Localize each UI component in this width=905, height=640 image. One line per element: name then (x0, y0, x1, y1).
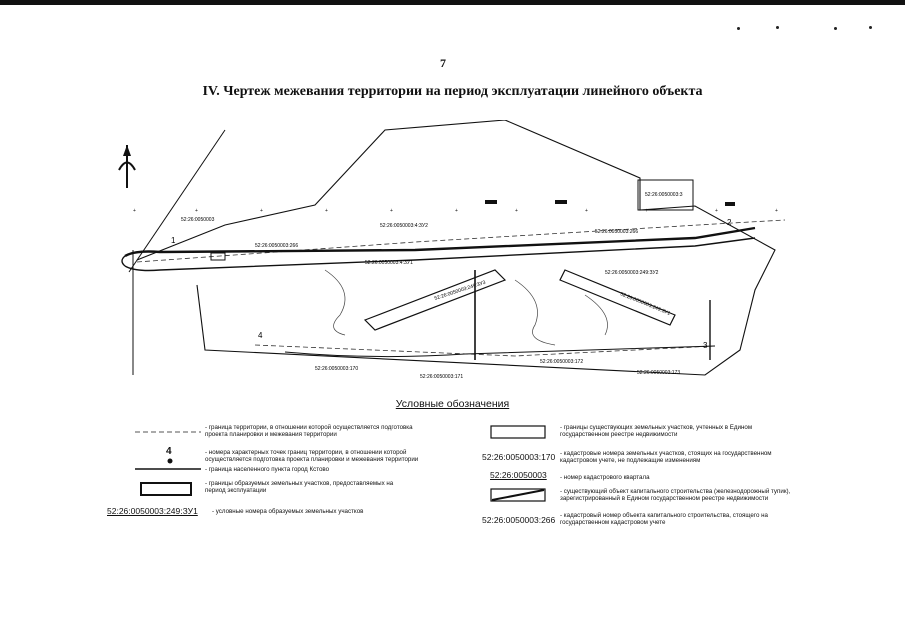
svg-text:+: + (515, 208, 518, 214)
legend-plot-code: - условные номера образуемых земельных у… (212, 508, 364, 515)
point-dot-icon (167, 458, 173, 464)
legend-existing-plots: - границы существующих земельных участко… (560, 424, 753, 439)
svg-text:+: + (585, 208, 588, 214)
svg-text:+: + (195, 208, 198, 214)
territory-boundary-symbol (135, 431, 201, 433)
scan-speck (776, 26, 779, 29)
map-label: 52:26:0050003:171 (420, 374, 463, 380)
svg-text:+: + (455, 208, 458, 214)
existing-plot-symbol (490, 425, 546, 439)
scan-top-border (0, 0, 905, 5)
scan-speck (834, 27, 837, 30)
map-label: 52:26:0050003:249:ЗУ1 (619, 291, 671, 317)
legend-settlement-boundary: - граница населенного пункта город Кстов… (205, 466, 330, 473)
legend-capital-object: - существующий объект капитального строи… (560, 488, 791, 503)
legend-capital-number: - кадастровый номер объекта капитального… (560, 512, 768, 527)
map-label: 52:26:0050003:4:ЗУ2 (380, 223, 428, 229)
map-label: 52:26:0050003 (181, 217, 215, 223)
legend-quarter-number: - номер кадастрового квартала (560, 474, 650, 481)
legend-formed-plots: - границы образуемых земельных участков,… (205, 480, 394, 495)
point-number: 4 (258, 331, 263, 340)
svg-text:+: + (715, 208, 718, 214)
map-label: 52:26:0050003:249:ЗУ2 (605, 270, 659, 276)
legend-title: Условные обозначения (395, 398, 510, 410)
svg-text:+: + (645, 208, 648, 214)
map-label: 52:26:0050003:266 (595, 229, 638, 235)
settlement-boundary-symbol (135, 468, 201, 470)
svg-text:+: + (133, 208, 136, 214)
point-number: 2 (727, 218, 732, 227)
svg-text:+: + (325, 208, 328, 214)
quarter-number-example: 52:26:0050003 (490, 470, 547, 480)
map-label: 52:26:0050003:3 (645, 192, 683, 198)
map-label: 52:26:0050003:170 (315, 366, 358, 372)
point-number: 3 (703, 341, 708, 350)
svg-text:+: + (390, 208, 393, 214)
legend-point-numbers: - номера характерных точек границ террит… (205, 449, 419, 464)
page-title: IV. Чертеж межевания территории на перио… (202, 84, 703, 99)
svg-text:+: + (775, 208, 778, 214)
north-arrow-icon (118, 145, 136, 188)
plot-code-example: 52:26:0050003:249:ЗУ1 (107, 506, 198, 516)
capital-number-example: 52:26:0050003:266 (482, 515, 556, 525)
point-number: 1 (171, 236, 176, 245)
capital-object-symbol (490, 488, 546, 502)
page-number: 7 (440, 56, 446, 70)
cad-number-example: 52:26:0050003:170 (482, 452, 556, 462)
legend-cad-numbers: - кадастровые номера земельных участков,… (560, 450, 772, 465)
formed-plot-symbol (140, 482, 192, 496)
map-label: 52:26:0050003:4:ЗУ1 (365, 260, 413, 266)
survey-map: + + + + + + + + + + + 52:26:0050003 52:26:00500… (118, 120, 786, 380)
map-label: 52:26:0050003:266 (255, 243, 298, 249)
svg-text:+: + (260, 208, 263, 214)
map-label: 52:26:0050003:173 (637, 370, 680, 376)
scan-speck (737, 27, 740, 30)
scan-speck (869, 26, 872, 29)
point-number-example: 4 (166, 446, 172, 457)
map-label: 52:26:0050003:172 (540, 359, 583, 365)
legend-territory-boundary: - граница территории, в отношении которо… (205, 424, 413, 439)
